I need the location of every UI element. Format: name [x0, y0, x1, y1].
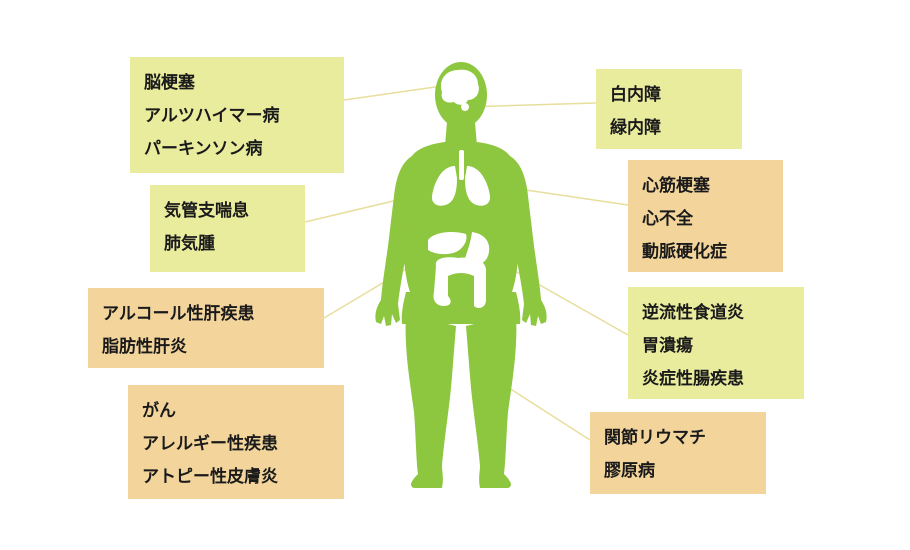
organs	[428, 69, 491, 308]
stomach-icon	[464, 232, 490, 266]
label-box-eye: 白内障緑内障	[596, 69, 742, 149]
label-line: 気管支喘息	[164, 201, 249, 221]
label-line: 膠原病	[604, 461, 655, 481]
label-line: アトピー性皮膚炎	[142, 467, 278, 487]
trachea	[459, 150, 464, 180]
label-line: 脂肪性肝炎	[102, 337, 187, 357]
label-line: アレルギー性疾患	[142, 434, 278, 454]
label-line: 脳梗塞	[144, 73, 195, 93]
label-line: 逆流性食道炎	[642, 303, 744, 323]
label-line: アルツハイマー病	[144, 106, 280, 126]
neck	[445, 122, 477, 146]
label-line: アルコール性肝疾患	[102, 304, 255, 324]
label-box-liver: アルコール性肝疾患脂肪性肝炎	[88, 288, 324, 368]
label-line: 緑内障	[610, 118, 661, 138]
label-box-heart: 心筋梗塞心不全動脈硬化症	[628, 160, 783, 272]
label-line: 肺気腫	[164, 234, 215, 254]
right-arm	[508, 156, 547, 326]
left-arm	[375, 156, 414, 326]
label-line: 胃潰瘍	[642, 336, 693, 356]
label-box-systemic: がんアレルギー性疾患アトピー性皮膚炎	[128, 385, 344, 499]
label-line: がん	[142, 401, 176, 421]
label-line: 動脈硬化症	[642, 242, 727, 262]
connector-eye	[464, 102, 597, 108]
left-leg	[405, 314, 456, 488]
connector-brain	[343, 85, 443, 101]
right-leg	[466, 314, 517, 488]
left-lung-icon	[431, 166, 457, 206]
label-line: 炎症性腸疾患	[642, 369, 744, 389]
intestine-icon	[433, 257, 486, 308]
brain-icon	[440, 69, 479, 105]
right-lung-icon	[465, 166, 491, 206]
label-box-joint: 関節リウマチ膠原病	[590, 412, 766, 494]
liver-icon	[428, 232, 467, 255]
eye-icon	[461, 103, 469, 111]
label-box-respiratory: 気管支喘息肺気腫	[150, 185, 305, 272]
label-box-brain: 脳梗塞アルツハイマー病パーキンソン病	[130, 57, 344, 173]
label-line: パーキンソン病	[144, 139, 263, 159]
label-line: 心筋梗塞	[642, 176, 710, 196]
label-box-digestive: 逆流性食道炎胃潰瘍炎症性腸疾患	[628, 287, 804, 399]
body-silhouette	[375, 62, 547, 488]
label-line: 白内障	[610, 85, 661, 105]
label-line: 関節リウマチ	[604, 428, 706, 448]
label-line: 心不全	[642, 209, 693, 229]
